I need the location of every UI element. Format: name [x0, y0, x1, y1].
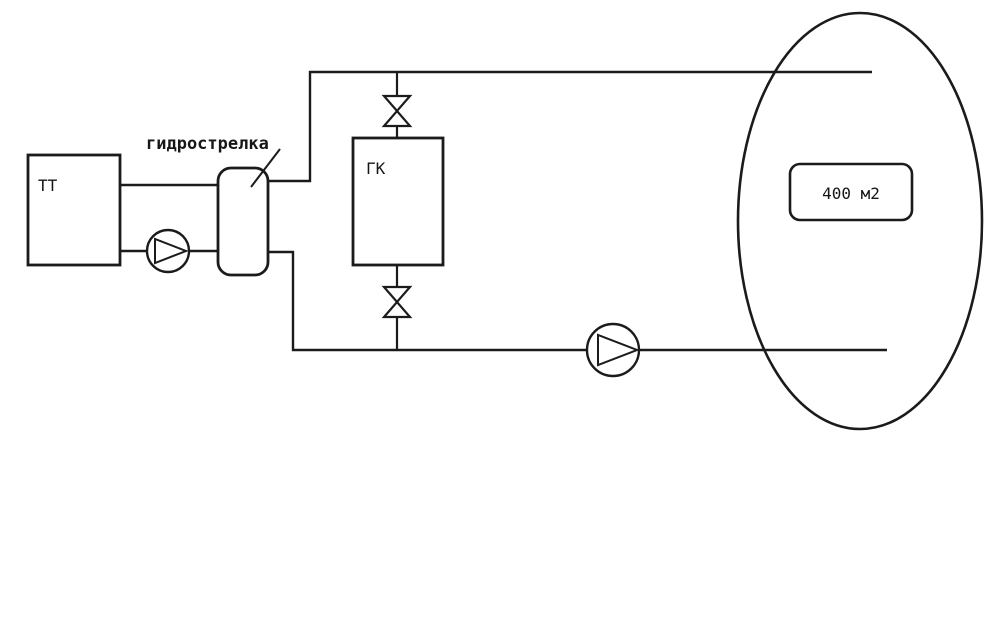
heating-zone-ellipse	[736, 11, 984, 431]
valve-top-icon	[381, 94, 413, 128]
separator-pointer-line	[250, 148, 281, 188]
area-box	[788, 162, 914, 222]
return-pipe	[268, 250, 887, 352]
boiler-tt-label: ТТ	[38, 176, 58, 195]
boiler-gk	[351, 136, 445, 267]
boiler-tt	[26, 153, 122, 267]
pump-secondary-icon	[585, 322, 641, 378]
hydraulic-separator	[216, 166, 270, 277]
area-label: 400 м2	[822, 184, 880, 203]
supply-pipe	[268, 70, 872, 183]
separator-label: гидрострелка	[146, 134, 269, 154]
boiler-gk-label: ГК	[366, 159, 386, 178]
pump-primary-icon	[145, 228, 191, 274]
valve-bottom-icon	[381, 285, 413, 319]
